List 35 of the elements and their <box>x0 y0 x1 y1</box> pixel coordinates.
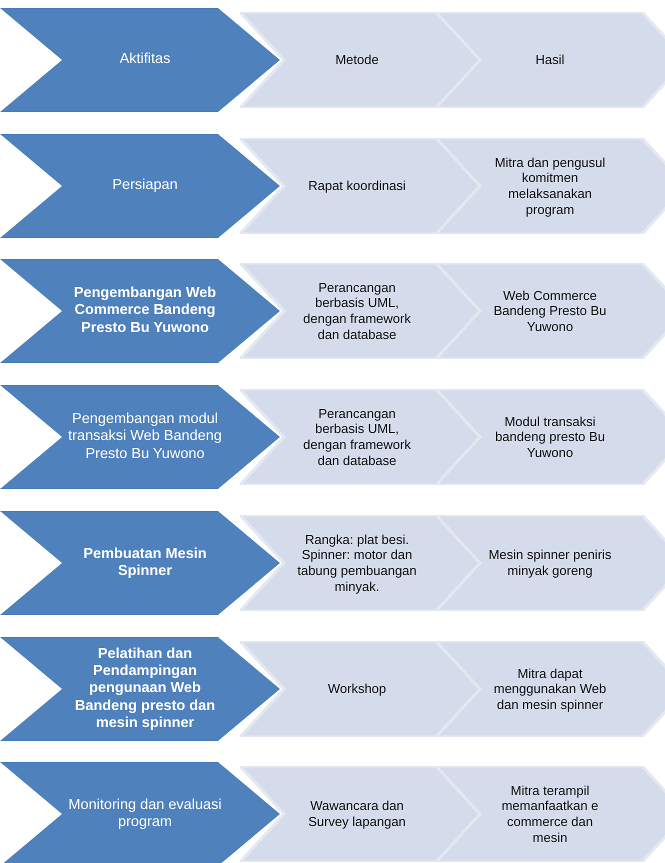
activity-panel <box>0 259 280 363</box>
result-panel <box>436 12 665 108</box>
chevron-label: Rapat koordinasi <box>308 178 406 194</box>
chevron-label: Metode <box>335 52 379 68</box>
chevron-label: Pengembangan modul transaksi Web Bandeng Presto Bu Yuwono <box>67 410 223 464</box>
activity-panel <box>0 134 280 238</box>
result-panel <box>436 515 665 611</box>
chevron-label: Mitra dapat menggunakan Web dan mesin spinner <box>492 666 608 712</box>
activity-panel <box>0 511 280 615</box>
chevron-label: Pelatihan dan Pendampingan pengunaan Web Bandeng presto dan mesin spinner <box>74 646 216 732</box>
chevron-label: Rangka: plat besi. Spinner: motor dan tabung pembuangan minyak. <box>297 532 417 594</box>
chevron-label: Mitra dan pengusul komitmen melaksanakan program <box>494 154 606 218</box>
chevron-label: Hasil <box>536 52 564 68</box>
chevron-label: Aktifitas <box>120 51 170 69</box>
activity-panel <box>0 762 280 863</box>
result-panel <box>436 263 665 359</box>
result-panel <box>436 641 665 737</box>
chevron-label: Pengembangan Web Commerce Bandeng Presto Bu Yuwono <box>72 284 218 338</box>
chevron-label: Mesin spinner peniris minyak goreng <box>488 547 612 579</box>
chevron-label: Modul transaksi bandeng presto Bu Yuwono <box>494 414 606 460</box>
chevron-label: Wawancara dan Survey lapangan <box>307 798 407 830</box>
chevron-label: Perancangan berbasis UML, dengan framework dan database <box>302 406 412 468</box>
result-panel <box>436 138 665 234</box>
result-panel <box>436 389 665 485</box>
result-panel <box>436 766 665 862</box>
chevron-label: Mitra terampil memanfaatkan e commerce dan mesin <box>500 782 600 846</box>
activity-panel <box>0 385 280 489</box>
chevron-label: Web Commerce Bandeng Presto Bu Yuwono <box>492 288 608 334</box>
chevron-label: Perancangan berbasis UML, dengan framework dan database <box>302 280 412 342</box>
chevron-label: Workshop <box>328 681 386 697</box>
chevron-label: Monitoring dan evaluasi program <box>67 796 223 832</box>
activity-panel <box>0 637 280 741</box>
chevron-label: Pembuatan Mesin Spinner <box>82 546 208 580</box>
activity-panel <box>0 8 280 112</box>
chevron-label: Persiapan <box>112 177 178 195</box>
